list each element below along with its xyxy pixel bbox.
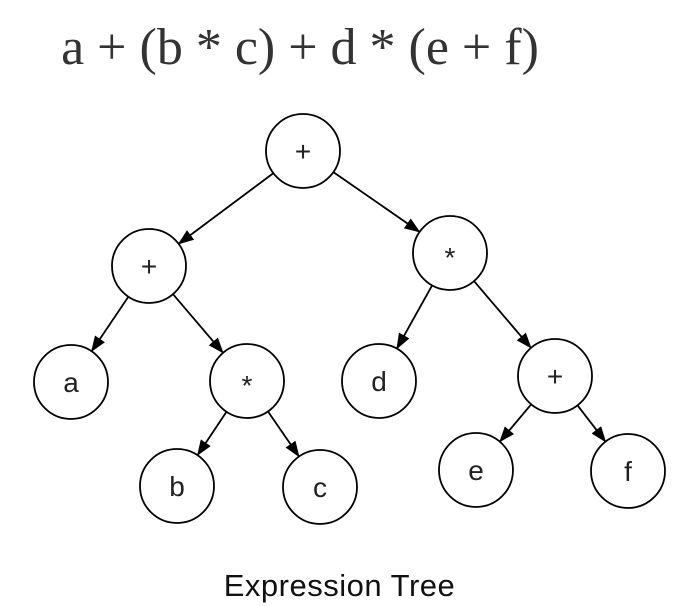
tree-edges <box>90 171 607 458</box>
edge-mul_bc-to-leaf_c <box>267 410 300 458</box>
node-circle <box>590 433 666 509</box>
tree-node-leaf-e: e <box>438 432 514 508</box>
node-label: * <box>242 370 253 401</box>
edge-mul_right-to-leaf_d <box>396 284 433 350</box>
node-label: e <box>468 455 484 486</box>
node-circle <box>282 449 358 525</box>
node-circle <box>412 215 488 291</box>
tree-nodes: + + * a * d + b c e f <box>33 113 666 525</box>
node-label: * <box>445 242 456 273</box>
node-circle <box>209 343 285 419</box>
node-label: c <box>313 472 327 503</box>
node-label: a <box>63 367 79 398</box>
node-circle <box>139 448 215 524</box>
expression-text: a + (b * c) + d * (e + f) <box>61 19 539 76</box>
node-circle <box>111 228 187 304</box>
tree-node-leaf-f: f <box>590 433 666 509</box>
edge-root-to-mul_right <box>332 171 421 233</box>
node-circle <box>33 344 109 420</box>
tree-node-plus-left: + <box>111 228 187 304</box>
edge-root-to-plus_left <box>177 172 274 245</box>
node-circle <box>517 338 593 414</box>
tree-node-leaf-c: c <box>282 449 358 525</box>
tree-node-mul-right: * <box>412 215 488 291</box>
tree-node-leaf-a: a <box>33 344 109 420</box>
node-label: + <box>547 361 563 392</box>
node-label: b <box>169 471 185 502</box>
node-circle <box>438 432 514 508</box>
edge-plus_left-to-mul_bc <box>172 293 224 354</box>
node-label: + <box>295 136 311 167</box>
tree-node-mul-bc: * <box>209 343 285 419</box>
tree-node-leaf-d: d <box>341 343 417 419</box>
edge-plus_ef-to-leaf_f <box>576 404 607 443</box>
node-circle <box>265 113 341 189</box>
tree-node-plus-ef: + <box>517 338 593 414</box>
edge-mul_right-to-plus_ef <box>473 280 532 349</box>
node-label: f <box>624 456 632 487</box>
caption-text: Expression Tree <box>223 568 456 603</box>
node-circle <box>341 343 417 419</box>
edge-plus_left-to-leaf_a <box>90 296 130 353</box>
tree-node-leaf-b: b <box>139 448 215 524</box>
edge-plus_ef-to-leaf_e <box>499 403 532 443</box>
tree-node-root: + <box>265 113 341 189</box>
node-label: d <box>371 366 387 397</box>
edge-mul_bc-to-leaf_b <box>196 411 228 457</box>
node-label: + <box>141 251 157 282</box>
